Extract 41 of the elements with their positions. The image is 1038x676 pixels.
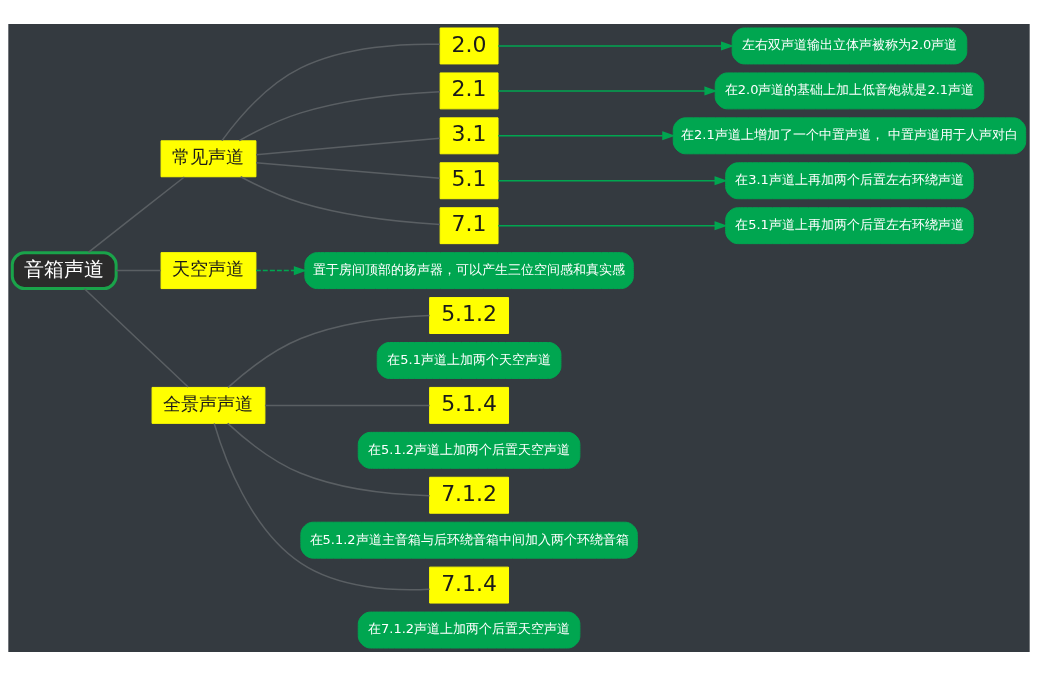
node-box: 天空声道 — [160, 252, 257, 290]
node-box: 在5.1声道上再加两个后置左右环绕声道 — [725, 207, 974, 245]
node-box: 2.1 — [439, 72, 499, 110]
connector — [227, 314, 431, 389]
node-box: 2.0 — [439, 27, 499, 65]
connector — [226, 422, 431, 497]
node-box: 在7.1.2声道上加两个后置天空声道 — [357, 611, 581, 649]
arrow — [497, 41, 735, 51]
node-box: 5.1.4 — [429, 386, 509, 424]
node-box: 在3.1声道上再加两个后置左右环绕声道 — [725, 162, 974, 200]
arrow — [497, 176, 728, 186]
node-box: 在5.1.2声道主音箱与后环绕音箱中间加入两个环绕音箱 — [300, 521, 638, 559]
node-box: 在5.1.2声道上加两个后置天空声道 — [357, 431, 581, 469]
connector — [238, 90, 441, 142]
node-box: 音箱声道 — [10, 251, 118, 291]
connector — [239, 176, 441, 226]
connector — [255, 137, 441, 156]
arrow — [497, 131, 676, 141]
node-box: 3.1 — [439, 117, 499, 155]
connector — [264, 404, 431, 407]
node-box: 全景声声道 — [151, 386, 266, 424]
node-box: 在2.0声道的基础上加上低音炮就是2.1声道 — [714, 72, 985, 110]
connector — [87, 176, 186, 254]
arrow — [497, 221, 728, 231]
node-box: 左右双声道输出立体声被称为2.0声道 — [731, 27, 968, 65]
node-box: 7.1.2 — [429, 476, 509, 514]
node-box: 5.1.2 — [429, 297, 509, 334]
node-box: 7.1.4 — [429, 566, 509, 604]
node-box: 7.1 — [439, 207, 499, 245]
connector — [83, 288, 189, 388]
arrow — [497, 86, 718, 96]
node-box: 在2.1声道上增加了一个中置声道， 中置声道用于人声对白 — [672, 117, 1027, 155]
connector — [115, 269, 162, 272]
arrow — [255, 266, 307, 276]
connector — [255, 162, 441, 180]
node-box: 在5.1声道上加两个天空声道 — [376, 342, 562, 379]
connector — [221, 43, 441, 142]
connector — [213, 422, 431, 591]
node-box: 5.1 — [439, 162, 499, 200]
node-box: 置于房间顶部的扬声器，可以产生三位空间感和真实感 — [304, 252, 634, 290]
node-box: 常见声道 — [160, 140, 257, 178]
